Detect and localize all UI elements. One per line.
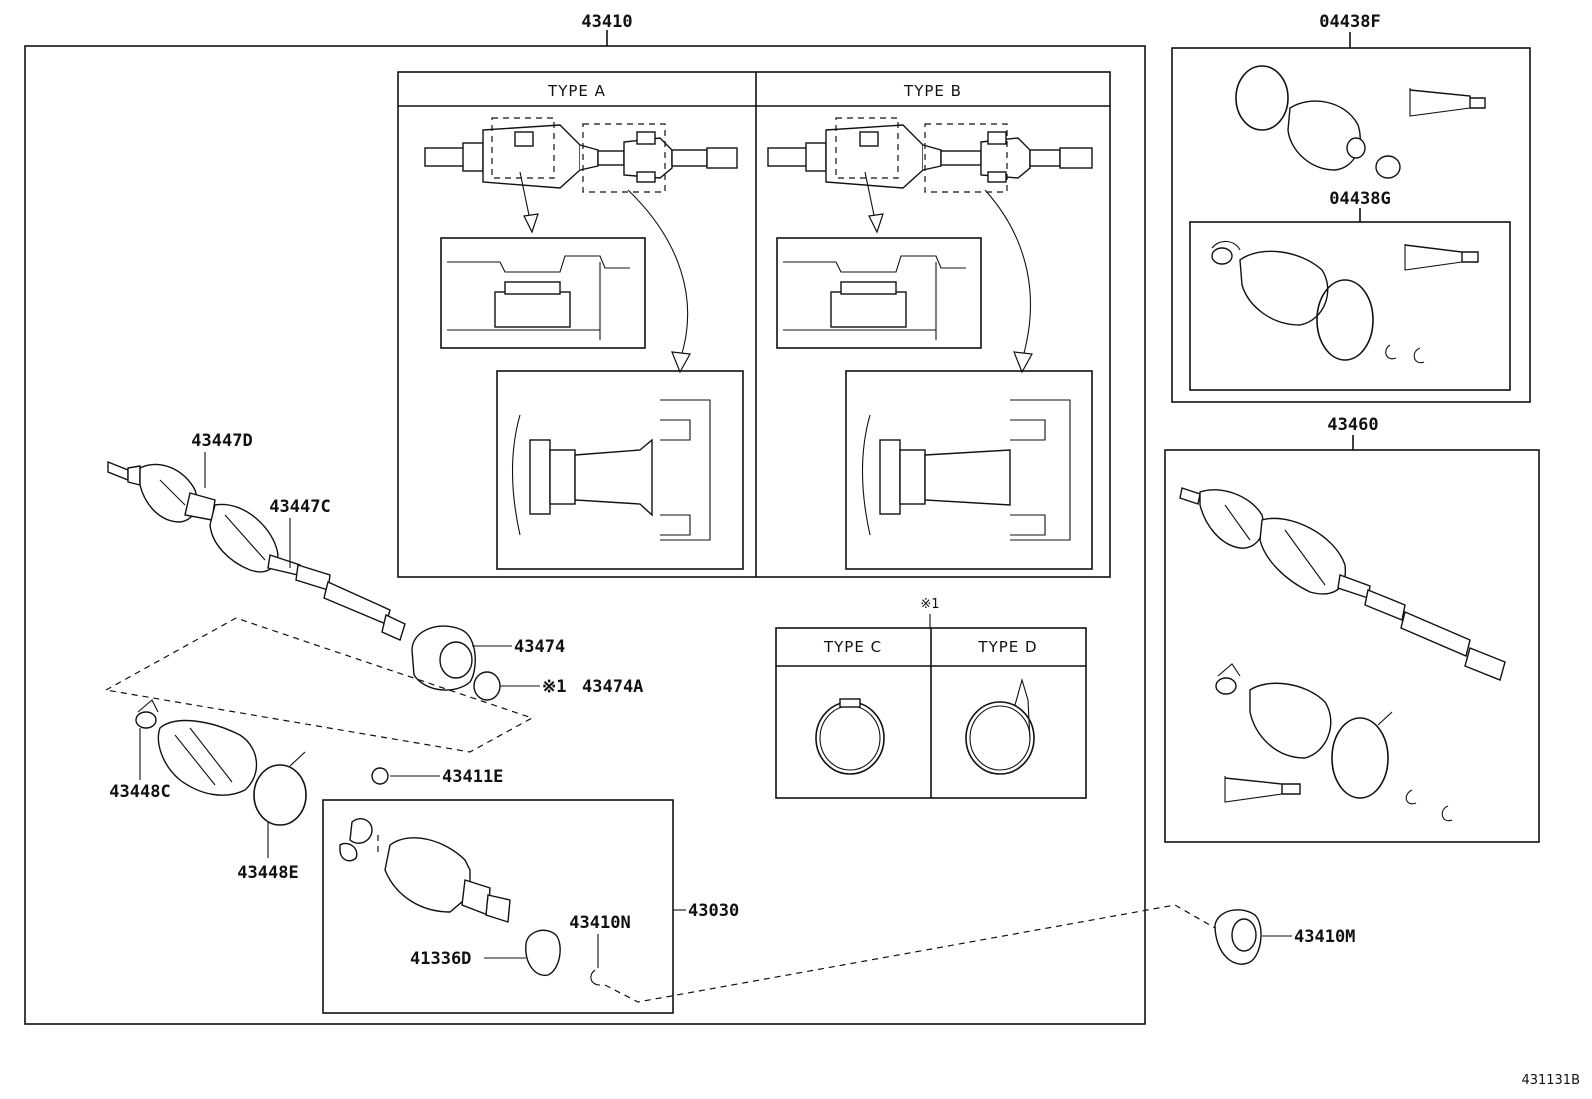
label-43448C[interactable]: 43448C bbox=[109, 782, 170, 802]
bearing-icon bbox=[1214, 909, 1262, 965]
grease-tube-icon-f bbox=[1409, 89, 1486, 109]
label-43474A[interactable]: 43474A bbox=[582, 677, 643, 697]
label-43474[interactable]: 43474 bbox=[514, 637, 565, 657]
type-b-shaft-illustration bbox=[767, 117, 1093, 374]
boot-kit-outline bbox=[104, 617, 534, 753]
rh-shaft-frame bbox=[1164, 449, 1540, 843]
figure-code: 431131B bbox=[1521, 1073, 1580, 1088]
type-c-heading: TYPE C bbox=[823, 638, 882, 656]
type-d-clamp-icon bbox=[965, 678, 1035, 775]
type-c-clamp-icon bbox=[815, 698, 885, 775]
label-43447C[interactable]: 43447C bbox=[269, 497, 330, 517]
type-b-heading: TYPE B bbox=[903, 82, 962, 100]
grease-tube-icon-g bbox=[1404, 244, 1479, 263]
inner-joint-box bbox=[322, 799, 674, 1014]
label-43447D[interactable]: 43447D bbox=[191, 431, 252, 451]
type-d-heading: TYPE D bbox=[977, 638, 1037, 656]
type-a-detail-lower bbox=[496, 370, 744, 570]
type-cd-panel: ※1 TYPE C TYPE D bbox=[775, 597, 1087, 799]
inner-boot-icon bbox=[157, 719, 258, 796]
inner-boot-band-icon bbox=[253, 751, 307, 826]
type-ab-panel: TYPE A TYPE B bbox=[397, 71, 1111, 578]
snap-ring-g2-icon bbox=[1413, 347, 1425, 364]
snap-ring-icon bbox=[371, 767, 389, 785]
outer-boot-icon bbox=[1287, 100, 1361, 171]
label-43460[interactable]: 43460 bbox=[1327, 415, 1378, 435]
damper-clip-icon bbox=[473, 671, 501, 701]
inner-boot-clamp-icon bbox=[135, 699, 159, 729]
drive-shaft-illustration bbox=[107, 460, 406, 641]
outer-boot-band-icon bbox=[1235, 65, 1289, 131]
inner-boot-clamp-g-icon bbox=[1211, 240, 1241, 251]
label-43410M[interactable]: 43410M bbox=[1294, 927, 1355, 947]
outer-boot-clip-icon bbox=[1375, 155, 1401, 179]
snap-ring-g1-icon bbox=[1385, 344, 1397, 360]
type-a-heading: TYPE A bbox=[547, 82, 606, 100]
inner-boot-g-icon bbox=[1239, 250, 1329, 326]
main-assembly-frame: 43410 bbox=[24, 12, 1146, 1025]
boot-kit-frame: 04438G bbox=[1171, 47, 1531, 403]
type-b-detail-upper bbox=[776, 237, 982, 349]
bearing-link-line bbox=[604, 904, 1216, 1003]
label-43411E[interactable]: 43411E bbox=[442, 767, 503, 787]
label-43410N[interactable]: 43410N bbox=[569, 913, 630, 933]
note-mark: ※1 bbox=[920, 597, 939, 612]
label-43448E[interactable]: 43448E bbox=[237, 863, 298, 883]
label-04438G[interactable]: 04438G bbox=[1329, 189, 1390, 209]
type-a-detail-upper bbox=[440, 237, 646, 349]
type-b-detail-lower bbox=[845, 370, 1093, 570]
label-04438F[interactable]: 04438F bbox=[1319, 12, 1380, 32]
label-43410[interactable]: 43410 bbox=[581, 12, 632, 32]
label-note-mark-43474A: ※1 bbox=[542, 677, 566, 697]
type-a-shaft-illustration bbox=[424, 117, 738, 374]
damper-icon bbox=[411, 625, 476, 691]
label-41336D[interactable]: 41336D bbox=[410, 949, 471, 969]
inner-boot-band-g-icon bbox=[1316, 279, 1374, 361]
label-43030[interactable]: 43030 bbox=[688, 901, 739, 921]
